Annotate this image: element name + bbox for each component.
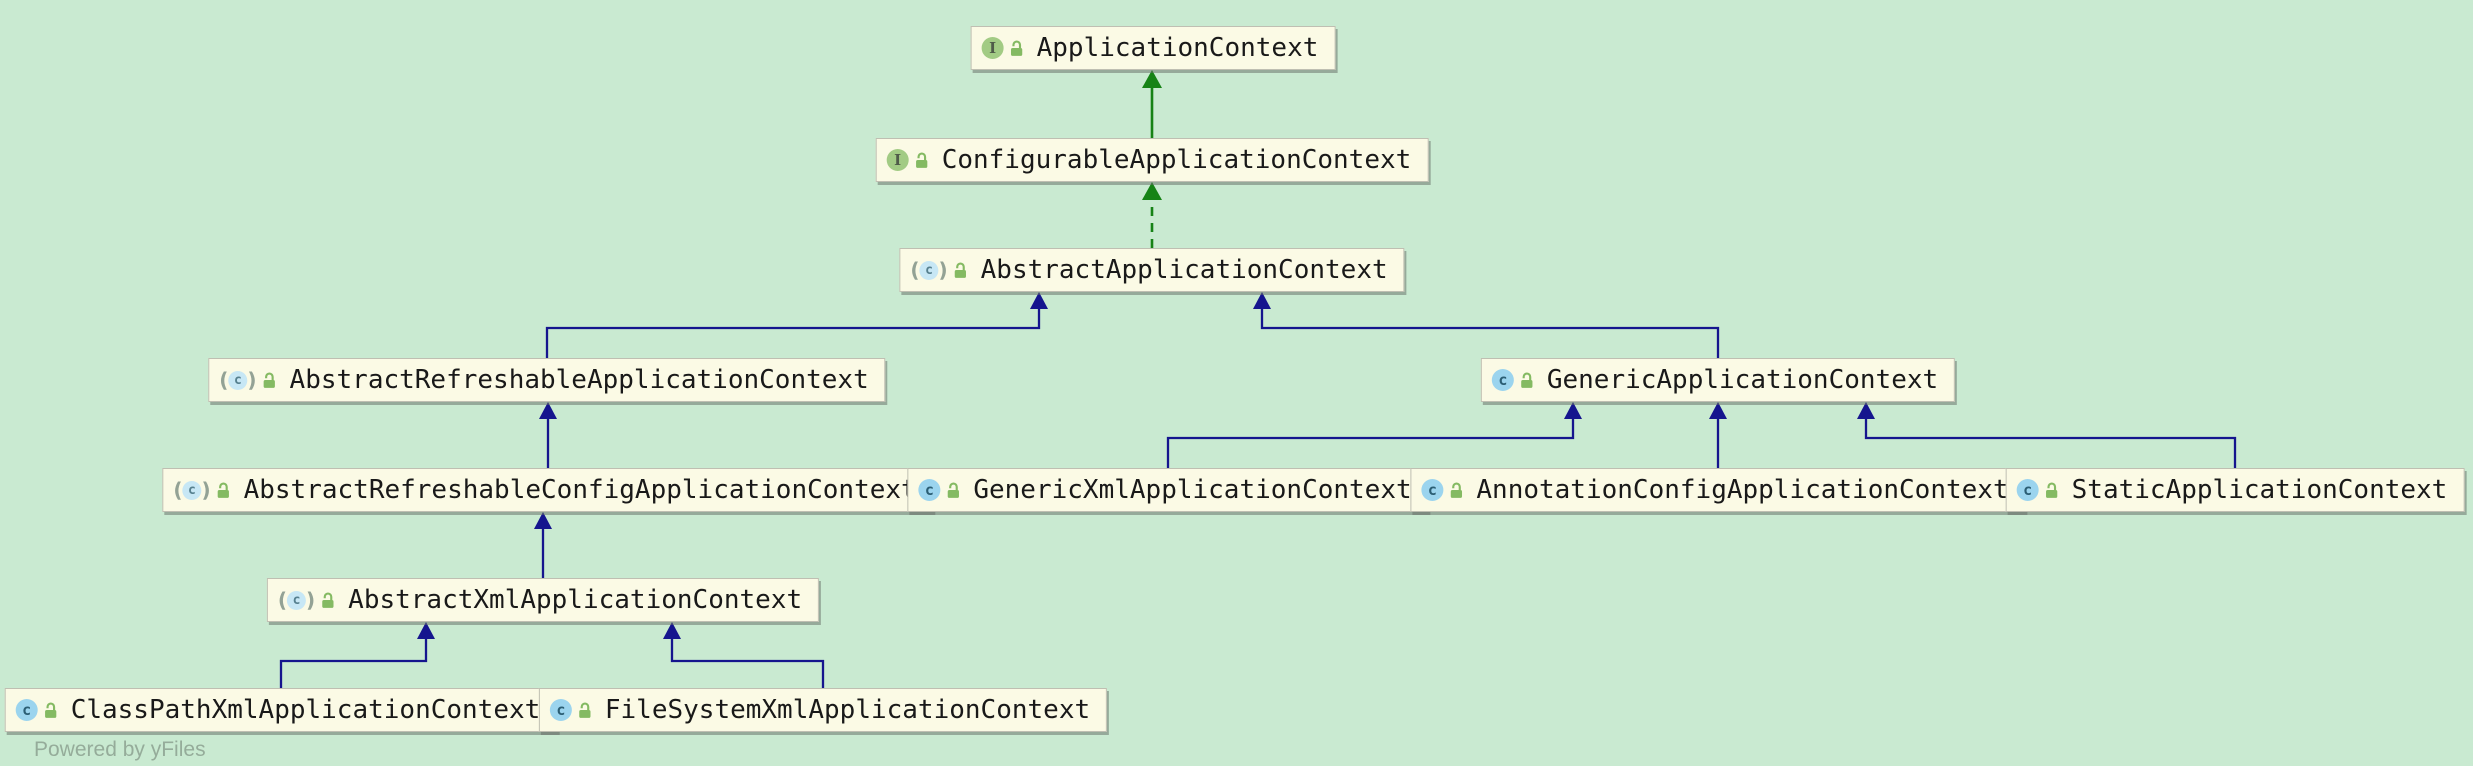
public-visibility-icon — [577, 701, 593, 719]
edge-abstractxml-extends-abstractrefreshableconfig — [534, 512, 552, 578]
class-name-label: ConfigurableApplicationContext — [941, 145, 1412, 175]
node-applicationcontext[interactable]: I ApplicationContext — [970, 26, 1336, 70]
public-visibility-icon — [262, 371, 278, 389]
class-name-label: ClassPathXmlApplicationContext — [70, 695, 541, 725]
class-name-label: GenericXmlApplicationContext — [973, 475, 1412, 505]
public-visibility-icon — [2044, 481, 2060, 499]
interface-icon: I — [981, 37, 1004, 59]
interface-icon: I — [886, 149, 909, 171]
class-icon: c — [1491, 369, 1514, 391]
edge-abstractrefreshable-extends-abstract — [545, 292, 1048, 358]
public-visibility-icon — [945, 481, 961, 499]
class-name-label: AbstractXmlApplicationContext — [348, 585, 803, 615]
node-genericapplicationcontext[interactable]: c GenericApplicationContext — [1480, 358, 1956, 402]
abstract-class-icon: (c) — [219, 368, 257, 392]
public-visibility-icon — [914, 151, 930, 169]
class-name-label: AbstractRefreshableApplicationContext — [289, 365, 869, 395]
class-name-label: AnnotationConfigApplicationContext — [1476, 475, 2009, 505]
public-visibility-icon — [320, 591, 336, 609]
node-staticapplicationcontext[interactable]: c StaticApplicationContext — [2005, 468, 2465, 512]
class-icon: c — [549, 699, 572, 721]
class-name-label: AbstractApplicationContext — [980, 255, 1388, 285]
edge-filesystemxml-extends-abstractxml — [663, 622, 825, 688]
edge-annotationconfig-extends-generic — [1709, 402, 1727, 468]
class-name-label: StaticApplicationContext — [2071, 475, 2448, 505]
class-name-label: AbstractRefreshableConfigApplicationCont… — [243, 475, 917, 505]
node-filesystemxmlapplicationcontext[interactable]: c FileSystemXmlApplicationContext — [538, 688, 1108, 732]
class-name-label: ApplicationContext — [1036, 33, 1319, 63]
edge-configurable-extends-applicationcontext — [1142, 70, 1162, 138]
node-annotationconfigapplicationcontext[interactable]: c AnnotationConfigApplicationContext — [1410, 468, 2026, 512]
class-icon: c — [2016, 479, 2039, 501]
node-classpathxmlapplicationcontext[interactable]: c ClassPathXmlApplicationContext — [4, 688, 558, 732]
abstract-class-icon: (c) — [910, 258, 948, 282]
public-visibility-icon — [1009, 39, 1025, 57]
public-visibility-icon — [953, 261, 969, 279]
abstract-class-icon: (c) — [277, 588, 316, 612]
node-configurableapplicationcontext[interactable]: I ConfigurableApplicationContext — [875, 138, 1429, 182]
edge-genericxml-extends-generic — [1166, 402, 1582, 468]
class-name-label: GenericApplicationContext — [1546, 365, 1939, 395]
node-genericxmlapplicationcontext[interactable]: c GenericXmlApplicationContext — [907, 468, 1429, 512]
edge-classpathxml-extends-abstractxml — [279, 622, 435, 688]
class-icon: c — [15, 699, 38, 721]
public-visibility-icon — [1519, 371, 1535, 389]
node-abstractrefreshableconfigapplicationcontext[interactable]: (c) AbstractRefreshableConfigApplication… — [162, 468, 934, 512]
node-abstractapplicationcontext[interactable]: (c) AbstractApplicationContext — [899, 248, 1405, 292]
node-abstractxmlapplicationcontext[interactable]: (c) AbstractXmlApplicationContext — [266, 578, 820, 622]
class-name-label: FileSystemXmlApplicationContext — [604, 695, 1091, 725]
public-visibility-icon — [1448, 481, 1464, 499]
abstract-class-icon: (c) — [173, 478, 211, 502]
yfiles-watermark: Powered by yFiles — [34, 738, 206, 761]
edge-abstract-implements-configurable — [1142, 182, 1162, 248]
public-visibility-icon — [43, 701, 59, 719]
class-icon: c — [1421, 479, 1444, 501]
edge-static-extends-generic — [1857, 402, 2237, 468]
node-abstractrefreshableapplicationcontext[interactable]: (c) AbstractRefreshableApplicationContex… — [208, 358, 886, 402]
public-visibility-icon — [216, 481, 232, 499]
class-icon: c — [918, 479, 941, 501]
edge-abstractrefreshableconfig-extends-abstractrefreshable — [539, 402, 557, 468]
edge-generic-extends-abstract — [1253, 292, 1720, 358]
